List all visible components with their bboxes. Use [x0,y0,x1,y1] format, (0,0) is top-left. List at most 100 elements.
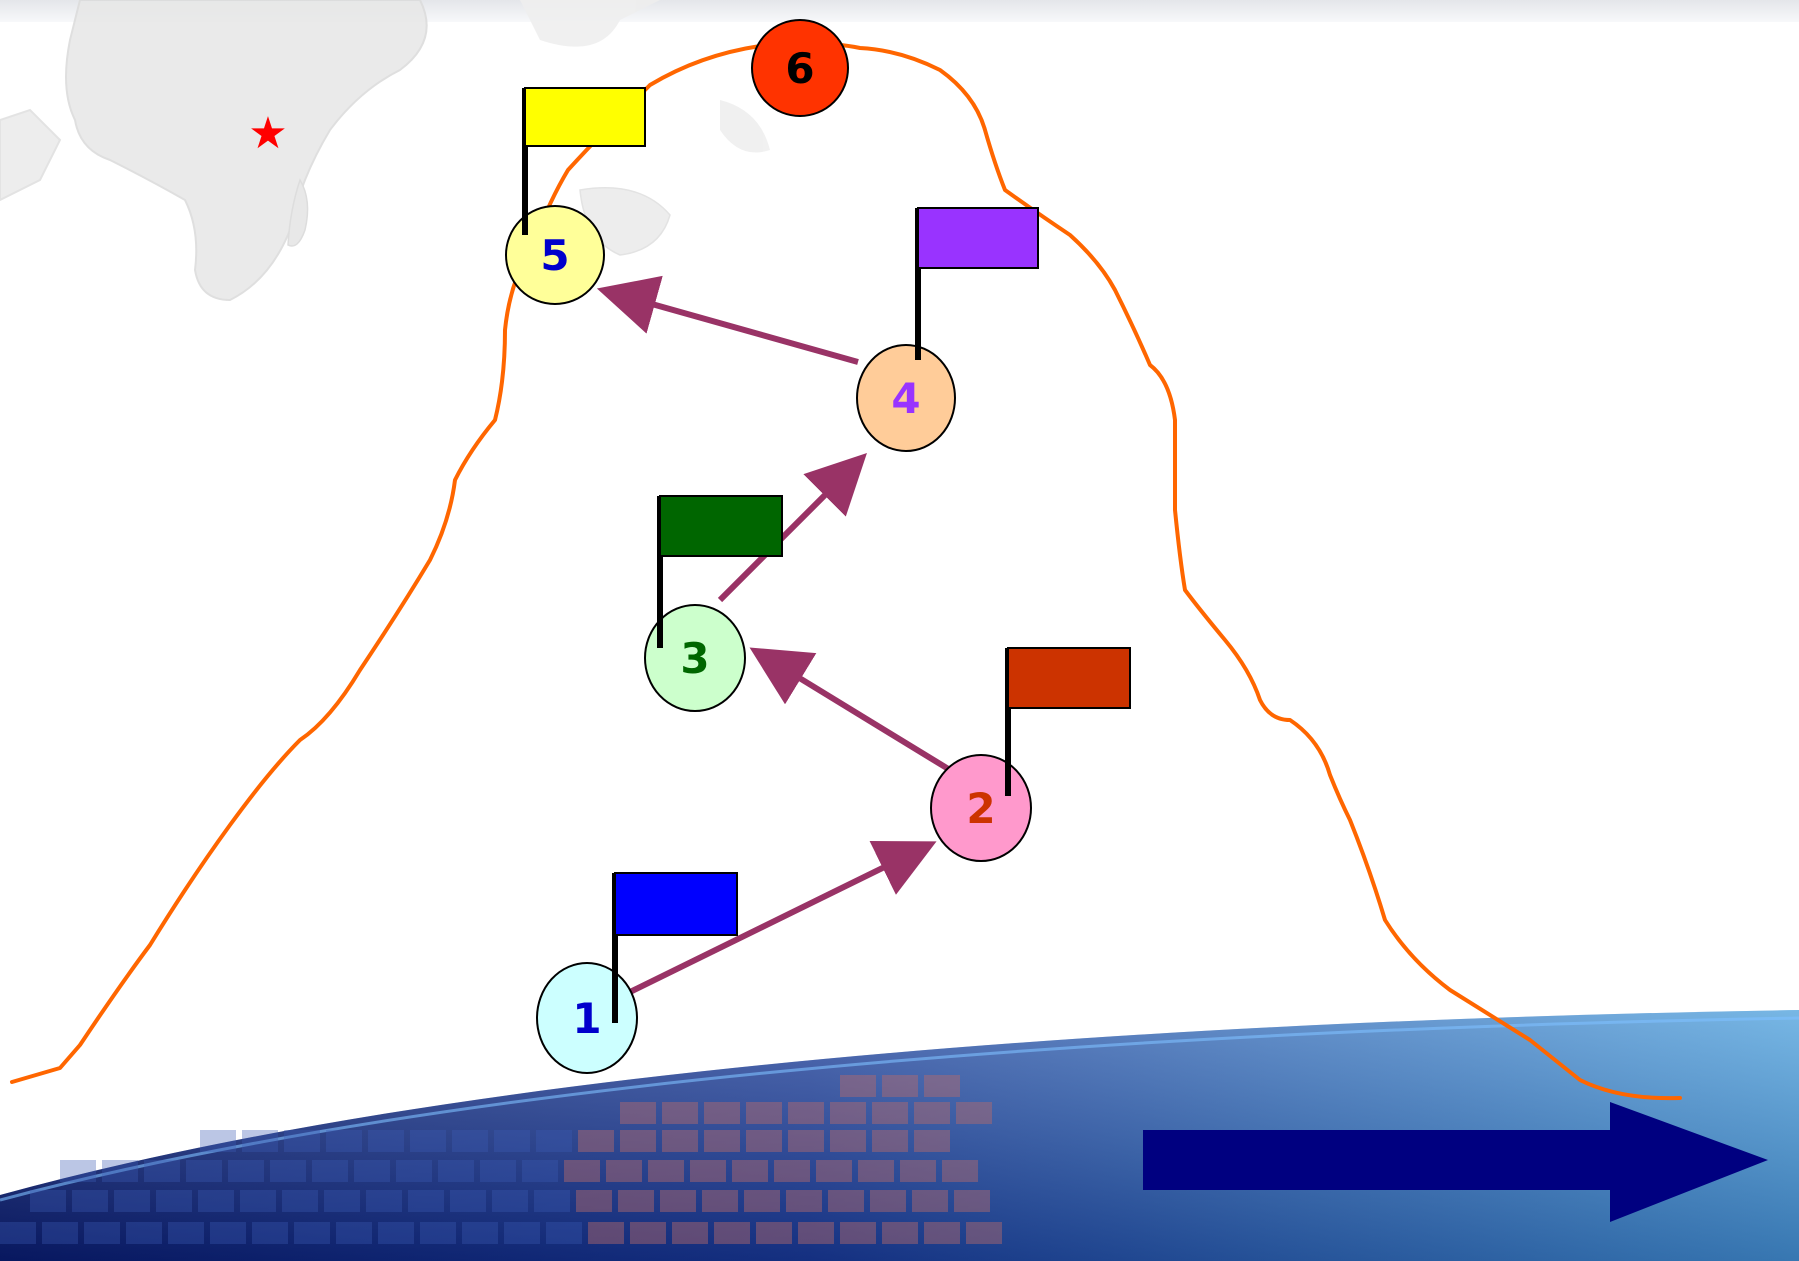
node-1: 1 [536,872,738,1074]
band-tile [882,1222,918,1244]
band-tile [788,1102,824,1124]
node-6-circle [751,19,849,117]
right-arrow-icon [1143,1102,1768,1222]
flag-1 [614,872,738,936]
band-tile [42,1222,78,1244]
node-5-circle [505,205,605,305]
band-tile [756,1222,792,1244]
band-tile [954,1190,990,1212]
band-tile [618,1190,654,1212]
band-tile [648,1160,684,1182]
band-tile [630,1222,666,1244]
band-tile [522,1160,558,1182]
band-tile [354,1160,390,1182]
flag-3 [659,495,783,557]
node-1-label: 1 [572,994,601,1043]
band-tile [786,1190,822,1212]
band-tile [284,1130,320,1152]
band-tile [606,1160,642,1182]
band-tile [912,1190,948,1212]
band-tile [368,1130,404,1152]
band-tile [504,1222,540,1244]
band-tile [452,1130,488,1152]
node-4: 4 [856,207,1039,452]
node-4-label: 4 [891,374,920,423]
band-tile [210,1222,246,1244]
band-tile [492,1190,528,1212]
band-tile [324,1190,360,1212]
band-tile [690,1160,726,1182]
band-tile [200,1130,236,1152]
background-map [0,0,770,302]
band-tile [378,1222,414,1244]
band-tile [0,1222,36,1244]
band-tile [924,1222,960,1244]
band-tile [788,1130,824,1152]
band-tile [662,1102,698,1124]
edge-2-3 [749,647,952,773]
band-tile [252,1222,288,1244]
edge-1-2 [626,840,937,996]
band-tile [914,1102,950,1124]
band-tile [168,1222,204,1244]
mountain-outline [10,41,1682,1101]
band-tile [144,1160,180,1182]
band-tile [438,1160,474,1182]
band-tile [858,1160,894,1182]
node-4-circle [856,344,956,452]
band-tile [882,1075,918,1097]
band-tile [744,1190,780,1212]
band-tile [620,1130,656,1152]
band-tile [870,1190,906,1212]
band-tile [732,1160,768,1182]
edge-group [596,275,952,996]
band-tile [672,1222,708,1244]
band-tile [156,1190,192,1212]
band-tile [228,1160,264,1182]
flag-5 [524,87,646,147]
node-2-label: 2 [966,784,995,833]
band-tile [620,1102,656,1124]
band-tile [702,1190,738,1212]
band-tile [312,1160,348,1182]
band-tile [420,1222,456,1244]
band-tile [942,1160,978,1182]
band-tile [450,1190,486,1212]
band-tile [326,1130,362,1152]
band-tile [576,1190,612,1212]
band-tile [662,1130,698,1152]
band-tile [714,1222,750,1244]
band-tile [396,1160,432,1182]
band-tile [114,1190,150,1212]
band-tile [480,1160,516,1182]
band-tile [294,1222,330,1244]
band-tile [828,1190,864,1212]
band-tile [746,1102,782,1124]
band-tile [830,1102,866,1124]
band-tile [270,1160,306,1182]
band-tile [704,1102,740,1124]
band-tile [564,1160,600,1182]
node-5-label: 5 [540,231,569,280]
band-tile [830,1130,866,1152]
band-tile [872,1130,908,1152]
band-tile [240,1190,276,1212]
band-tile [588,1222,624,1244]
flag-4 [917,207,1039,269]
band-tile [900,1160,936,1182]
band-tile [924,1075,960,1097]
band-tile [366,1190,402,1212]
band-tile [186,1160,222,1182]
band-tile [534,1190,570,1212]
band-tile [72,1190,108,1212]
band-tile [914,1130,950,1152]
band-tile [704,1130,740,1152]
band-tile [60,1160,96,1182]
band-tile [798,1222,834,1244]
band-tile [242,1130,278,1152]
band-tile [774,1160,810,1182]
node-6: 6 [751,19,849,117]
band-tiles [0,1075,1002,1244]
band-tile [102,1160,138,1182]
